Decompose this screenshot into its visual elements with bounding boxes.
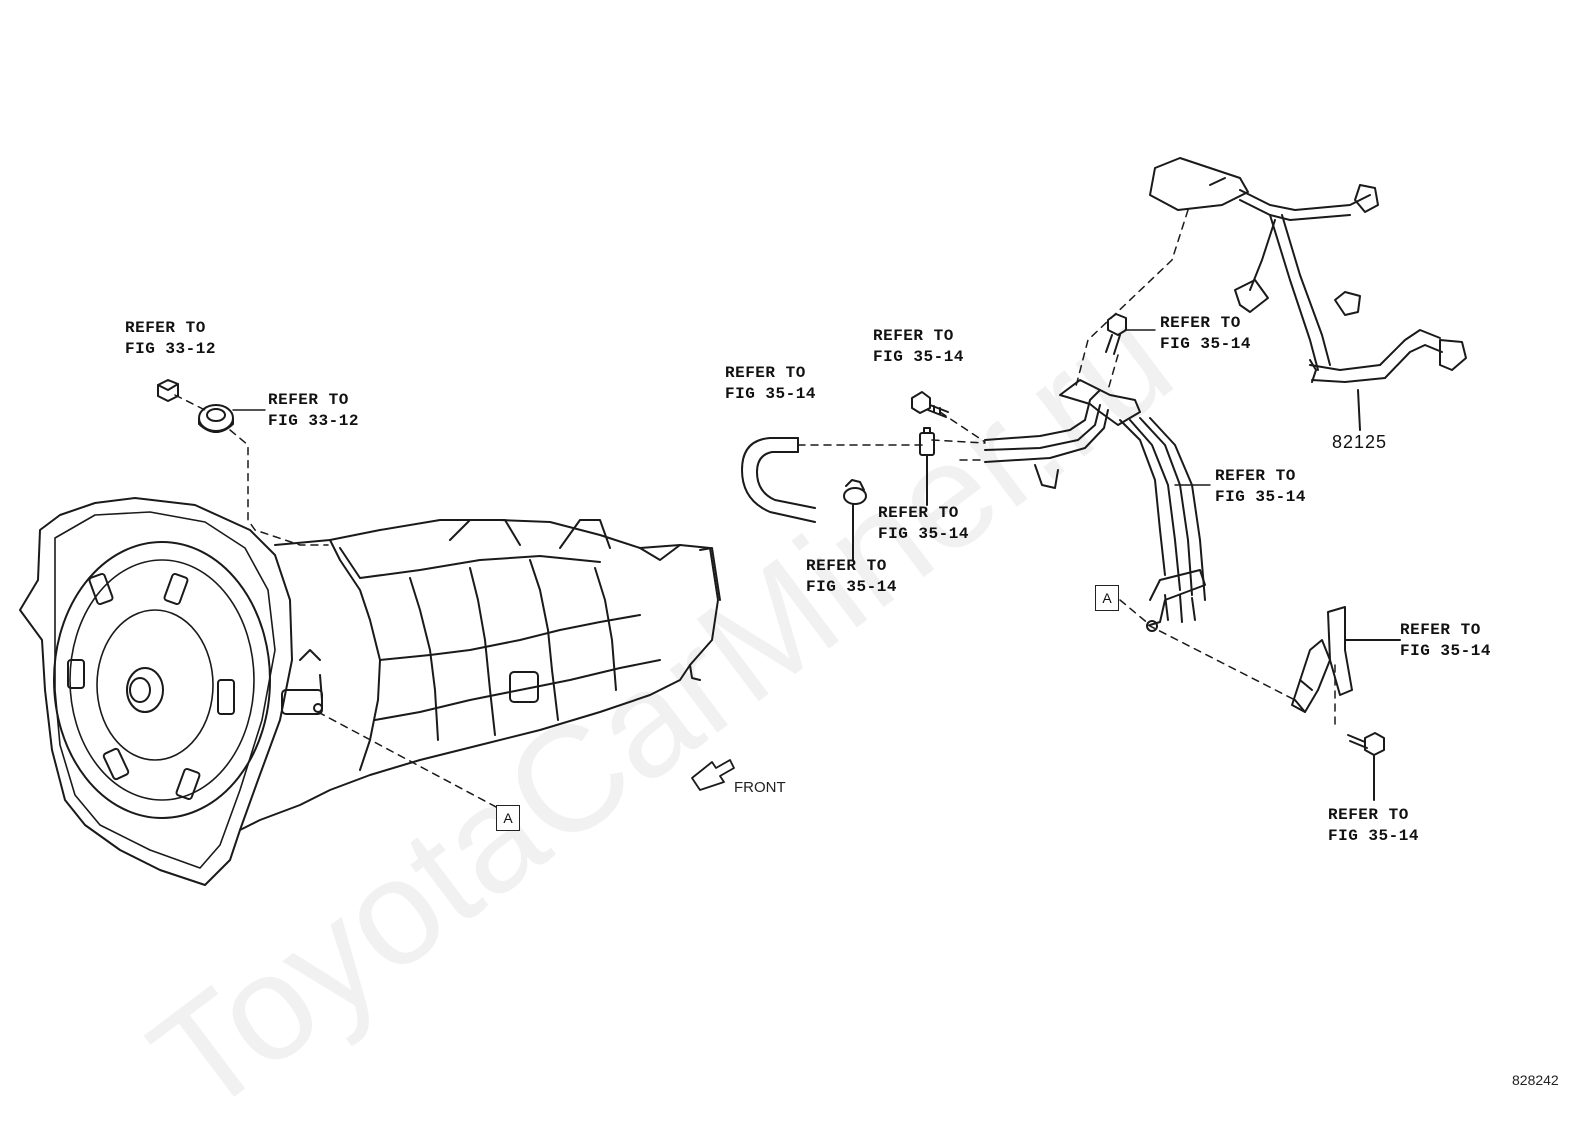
callout-line-1: REFER TO — [1215, 467, 1296, 485]
callout-line-1: REFER TO — [1160, 314, 1241, 332]
callout-fig-35-14-hose[interactable]: REFER TO FIG 35-14 — [725, 363, 816, 405]
callout-line-2: FIG 35-14 — [1400, 642, 1491, 660]
callout-line-1: REFER TO — [125, 319, 206, 337]
bushing-parts — [157, 379, 234, 433]
callout-line-2: FIG 33-12 — [268, 412, 359, 430]
callout-line-2: FIG 35-14 — [873, 348, 964, 366]
wire-harness — [1149, 157, 1467, 431]
solid-leaders — [232, 329, 1211, 486]
callout-line-2: FIG 35-14 — [1328, 827, 1419, 845]
callout-fig-35-14-lower-bolt[interactable]: REFER TO FIG 35-14 — [1328, 805, 1419, 847]
dashed-leaders — [174, 209, 1336, 809]
diagram-id: 828242 — [1512, 1072, 1559, 1088]
callout-fig-35-14-clamp[interactable]: REFER TO FIG 35-14 — [806, 556, 897, 598]
callout-line-1: REFER TO — [1400, 621, 1481, 639]
callout-line-1: REFER TO — [873, 327, 954, 345]
callout-line-2: FIG 35-14 — [725, 385, 816, 403]
callout-fig-35-14-sleeve[interactable]: REFER TO FIG 35-14 — [878, 503, 969, 545]
callout-fig-33-12-upper[interactable]: REFER TO FIG 33-12 — [125, 318, 216, 360]
front-label: FRONT — [734, 779, 786, 796]
callout-line-1: REFER TO — [878, 504, 959, 522]
front-arrow — [691, 759, 735, 791]
callout-line-1: REFER TO — [1328, 806, 1409, 824]
tube-assembly — [984, 313, 1206, 632]
part-number-harness[interactable]: 82125 — [1332, 432, 1388, 452]
callout-line-1: REFER TO — [268, 391, 349, 409]
lower-bracket — [1291, 606, 1401, 801]
callout-fig-35-14-bolt[interactable]: REFER TO FIG 35-14 — [873, 326, 964, 368]
callout-line-2: FIG 35-14 — [878, 525, 969, 543]
callout-line-2: FIG 33-12 — [125, 340, 216, 358]
callout-fig-33-12-lower[interactable]: REFER TO FIG 33-12 — [268, 390, 359, 432]
callout-line-1: REFER TO — [725, 364, 806, 382]
connection-marker-a-tube: A — [1095, 585, 1119, 611]
connection-marker-a-transmission: A — [496, 805, 520, 831]
callout-line-2: FIG 35-14 — [1160, 335, 1251, 353]
callout-line-1: REFER TO — [806, 557, 887, 575]
callout-line-2: FIG 35-14 — [1215, 488, 1306, 506]
callout-fig-35-14-tube[interactable]: REFER TO FIG 35-14 — [1215, 466, 1306, 508]
callout-fig-35-14-top-bolt[interactable]: REFER TO FIG 35-14 — [1160, 313, 1251, 355]
transmission-assembly — [19, 497, 721, 886]
callout-line-2: FIG 35-14 — [806, 578, 897, 596]
callout-fig-35-14-bracket[interactable]: REFER TO FIG 35-14 — [1400, 620, 1491, 662]
parts-diagram: ToyotaCarMiner.ru — [19, 157, 1559, 1146]
diagram-drawing — [19, 157, 1467, 886]
hose-assembly — [741, 391, 949, 561]
